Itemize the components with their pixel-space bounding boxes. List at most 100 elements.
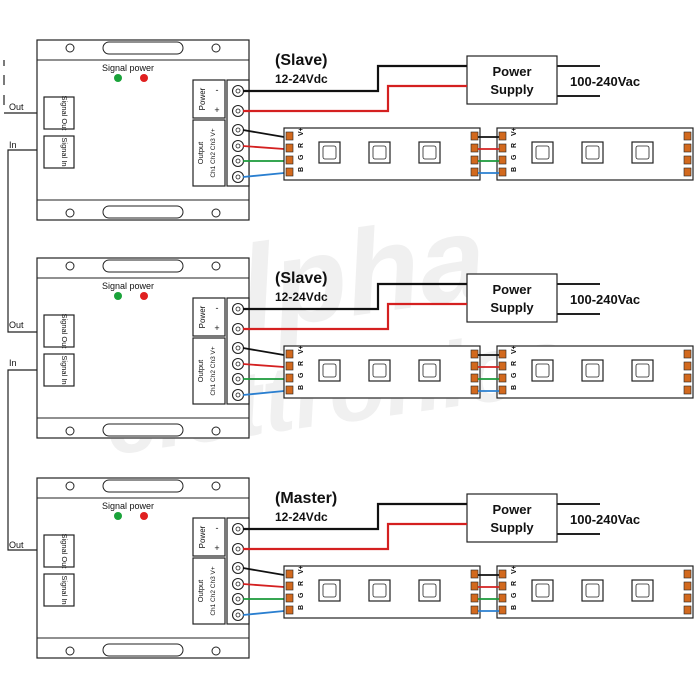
mounting-hole <box>211 481 221 491</box>
strip-input-pad <box>285 349 294 359</box>
unit-voltage-label: 12-24Vdc <box>275 510 328 524</box>
strip-end-pad <box>470 167 479 177</box>
mounting-hole <box>65 481 75 491</box>
led-chip <box>318 579 341 602</box>
output-block-label: Output <box>196 579 205 602</box>
strip-end-pad <box>470 373 479 383</box>
power-supply-label-1: Power <box>492 282 531 297</box>
strip-end-pad <box>683 155 692 165</box>
mounting-hole <box>211 426 221 436</box>
led-chip-lens <box>322 583 337 598</box>
strip-end-pad <box>683 605 692 615</box>
mains-voltage-label: 100-240Vac <box>570 74 640 89</box>
mounting-hole <box>211 43 221 53</box>
led-strip-1: V+RGB <box>283 345 481 399</box>
mounting-hole <box>65 43 75 53</box>
output-wire-vplus <box>242 567 285 576</box>
led-chip-lens <box>422 363 437 378</box>
strip-outline <box>283 565 481 619</box>
led-strip-2: V+RGB <box>496 127 694 181</box>
unit-role-label: (Master) <box>275 490 337 507</box>
strip-pin-label: R <box>511 581 518 586</box>
output-channels-label: Ch1 Ch2 Ch3 V+ <box>210 566 217 616</box>
output-wire-blue <box>242 610 285 616</box>
mounting-slot <box>102 41 184 55</box>
strip-end-pad <box>470 385 479 395</box>
signal-in-port <box>43 353 75 387</box>
strip-pin-label: G <box>298 154 305 160</box>
output-wire-blue <box>242 390 285 396</box>
led-chip <box>418 141 441 164</box>
strip-input-pad <box>285 605 294 615</box>
screw-head <box>235 345 241 351</box>
mounting-hole <box>211 208 221 218</box>
screw-head <box>235 596 241 602</box>
strip-input-pad <box>285 143 294 153</box>
strip-end-pad <box>470 569 479 579</box>
led-chip <box>531 579 554 602</box>
strip-end-pad <box>683 361 692 371</box>
chain-out-label: Out <box>9 320 24 330</box>
strip-end-pad <box>470 361 479 371</box>
output-channels-label: Ch1 Ch2 Ch3 V+ <box>210 128 217 178</box>
strip-input-pad <box>498 581 507 591</box>
unit-role-label: (Slave) <box>275 270 327 287</box>
output-wire-vplus <box>242 347 285 356</box>
strip-end-pad <box>683 581 692 591</box>
strip-pin-label: B <box>298 167 305 172</box>
power-supply-label-2: Supply <box>490 82 534 97</box>
signal-in-port <box>43 573 75 607</box>
screw-head <box>235 581 241 587</box>
strip-pin-label: B <box>511 385 518 390</box>
power-minus-label: - <box>216 303 219 313</box>
led-chip <box>631 141 654 164</box>
strip-input-pad <box>285 593 294 603</box>
mounting-slot <box>102 423 184 437</box>
strip-input-pad <box>498 361 507 371</box>
output-wire-vplus <box>242 129 285 138</box>
screw-head <box>235 143 241 149</box>
strip-input-pad <box>498 143 507 153</box>
led-chip-lens <box>422 145 437 160</box>
led-chip <box>368 579 391 602</box>
led-chip <box>581 141 604 164</box>
screw-head <box>235 158 241 164</box>
strip-end-pad <box>683 385 692 395</box>
output-channels-label: Ch1 Ch2 Ch3 V+ <box>210 346 217 396</box>
chain-out-label: Out <box>9 540 24 550</box>
strip-input-pad <box>498 569 507 579</box>
led-chip <box>368 359 391 382</box>
led-chip-lens <box>585 583 600 598</box>
strip-end-pad <box>470 155 479 165</box>
signal-led-red <box>140 74 148 82</box>
power-block <box>192 517 226 557</box>
signal-led-red <box>140 512 148 520</box>
strip-pin-label: V+ <box>298 345 305 354</box>
strip-pin-label: V+ <box>511 565 518 574</box>
signal-out-port-label: Signal Out <box>60 533 69 569</box>
strip-input-pad <box>285 373 294 383</box>
strip-pin-label: B <box>298 605 305 610</box>
screw-head <box>235 306 241 312</box>
signal-out-port <box>43 534 75 568</box>
dc-positive-wire <box>243 84 467 113</box>
strip-end-pad <box>470 593 479 603</box>
strip-input-pad <box>498 167 507 177</box>
signal-in-port <box>43 135 75 169</box>
signal-power-label: Signal power <box>102 281 154 291</box>
screw-head <box>235 546 241 552</box>
strip-end-pad <box>683 143 692 153</box>
power-plus-label: + <box>214 105 219 115</box>
strip-end-pad <box>683 167 692 177</box>
strip-input-pad <box>498 349 507 359</box>
strip-pin-label: G <box>298 592 305 598</box>
led-chip-lens <box>322 145 337 160</box>
signal-out-port-label: Signal Out <box>60 313 69 349</box>
strip-pin-label: G <box>511 592 518 598</box>
screw-head <box>235 376 241 382</box>
led-chip <box>418 359 441 382</box>
power-block-label: Power <box>198 525 207 548</box>
signal-led-green <box>114 292 122 300</box>
strip-pin-label: R <box>511 361 518 366</box>
